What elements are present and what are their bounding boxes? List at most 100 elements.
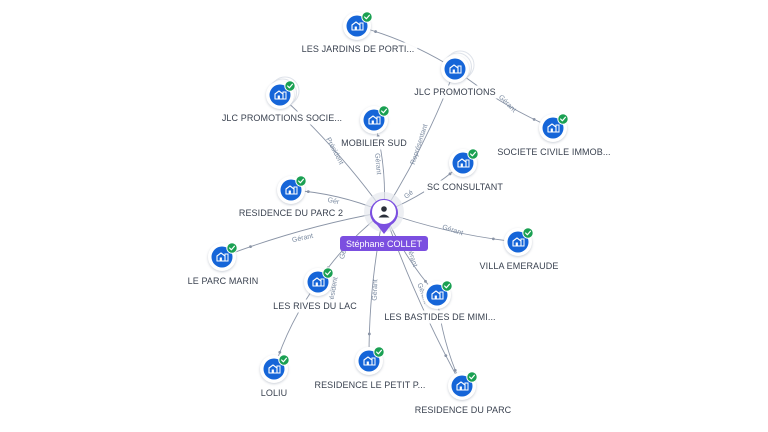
center-person[interactable]: Stéphane COLLET [340,192,428,251]
edge-arrow [532,118,536,121]
building-icon [285,185,298,195]
node-circle [211,246,233,268]
node-label: VILLA EMERAUDE [480,261,559,271]
edge-label-jlc-societe: Gérant [497,94,517,114]
node-label-bg [476,259,562,273]
building-icon [512,237,525,247]
edge-label-center-marin: Gérant [291,233,313,244]
node-circle [307,271,329,293]
node-residence-du-parc[interactable] [448,371,478,400]
verified-check-icon [278,354,290,366]
node-label-bg [411,403,515,417]
node-circle [542,117,564,139]
verified-check-icon [467,148,479,160]
verified-check-icon [522,227,534,239]
building-icon [363,356,376,366]
edge-arrow [448,172,452,176]
node-societe-civile-immob[interactable] [539,113,569,142]
node-label: LES JARDINS DE PORTI... [302,44,415,54]
node-jlc-promotions[interactable] [441,50,475,83]
edge-label-center-jlc: Représentant [410,123,430,165]
node-label: JLC PROMOTIONS SOCIE... [222,113,342,123]
building-icon [268,364,281,374]
edge-label-center-rdp2: Gér [327,197,341,206]
edge-arrow [306,190,310,194]
node-circle [444,58,466,80]
node-label: LES BASTIDES DE MIMI... [384,312,495,322]
verified-check-icon [226,242,238,254]
node-label: RESIDENCE LE PETIT P... [314,380,425,390]
node-label: SC CONSULTANT [427,182,503,192]
node-label: SOCIETE CIVILE IMMOB... [497,147,610,157]
node-les-rives-du-lac[interactable] [304,267,334,296]
node-label: JLC PROMOTIONS [414,87,495,97]
node-mobilier-sud[interactable] [360,105,390,134]
person-icon [378,206,390,218]
node-label: MOBILIER SUD [341,138,407,148]
edge-arrow [374,30,377,33]
edge-label-center-rives: Gé [339,249,348,260]
node-label-bg [494,145,614,159]
building-icon [547,123,560,133]
edge-arrow [444,354,448,358]
edge-arrow [367,332,371,336]
node-residence-du-parc-2[interactable] [277,175,307,204]
node-label: LE PARC MARIN [188,276,259,286]
node-circle [346,15,368,37]
node-circle [451,375,473,397]
node-circle [452,152,474,174]
edge-center-rdp [383,211,463,387]
edge-label-center-petit: Gérant [372,279,380,301]
center-pin-inner [372,200,396,224]
node-label-bg [311,378,429,392]
edge-label-center-villa: Gérant [441,224,464,237]
building-icon [449,64,462,74]
node-le-parc-marin[interactable] [208,242,238,271]
node-label: RESIDENCE DU PARC 2 [239,208,343,218]
edge-arrow [249,245,252,249]
center-label-box [340,236,428,251]
node-circle [269,84,291,106]
node-label-bg [338,136,411,150]
node-label: LOLIU [261,388,288,398]
verified-check-icon [322,267,334,279]
node-label-bg [270,299,361,313]
verified-check-icon [441,280,453,292]
edge-arrow [453,368,457,372]
edge-arrow [491,237,495,241]
building-icon [351,21,364,31]
edge-arrow [278,350,282,354]
node-label-bg [424,180,507,194]
node-label: RESIDENCE DU PARC [415,405,512,415]
node-label-bg [257,386,291,400]
node-villa-emeraude[interactable] [504,227,534,256]
node-label-bg [411,85,499,99]
node-label-bg [381,310,499,324]
verified-check-icon [466,371,478,383]
node-circle [358,350,380,372]
node-sc-consultant[interactable] [449,148,479,177]
node-les-jardins-de-porti[interactable] [343,11,373,40]
node-circle [263,358,285,380]
node-les-bastides-de-mimi[interactable] [423,280,453,309]
node-circle [426,284,448,306]
verified-check-icon [557,113,569,125]
node-circle [507,231,529,253]
edge-label-center-mobilier: Gérant [373,153,382,175]
node-label-bg [298,42,418,56]
center-name: Stéphane COLLET [346,239,423,249]
verified-check-icon [295,175,307,187]
node-residence-le-petit-p[interactable] [355,346,385,375]
node-loliu[interactable] [260,354,290,383]
node-label: LES RIVES DU LAC [273,301,357,311]
building-icon [368,115,381,125]
node-jlc-promotions-socie[interactable] [266,76,300,109]
building-icon [456,381,469,391]
building-icon [216,252,229,262]
edge-label-center-sc: Gé [403,189,415,200]
node-label-bg [184,274,262,288]
node-label-bg [235,206,347,220]
node-label-bg [218,111,346,125]
nodes: LES JARDINS DE PORTI... JLC PROMOTIONS JLC… [184,11,614,417]
